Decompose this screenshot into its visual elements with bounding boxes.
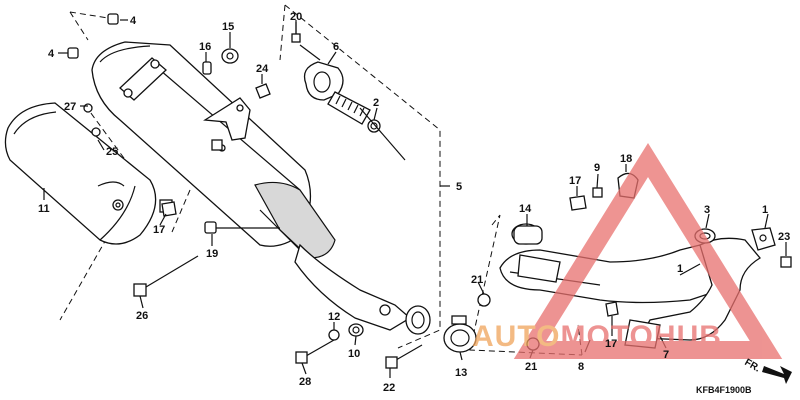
watermark-triangle: [513, 142, 783, 359]
watermark-moto: MOTO: [560, 320, 653, 353]
callout-8: 8: [578, 361, 584, 373]
watermark-logo: AUTOMOTOHUB: [472, 142, 783, 359]
callout-24: 24: [256, 63, 269, 75]
callout-3: 3: [704, 204, 710, 216]
callout-12: 12: [328, 311, 340, 323]
callout-7: 7: [663, 349, 669, 361]
callout-19: 19: [206, 248, 218, 260]
callout-4: 4: [48, 48, 55, 60]
watermark-auto: AUTO: [472, 320, 560, 353]
callout-15: 15: [222, 21, 234, 33]
heat-shield: [4, 102, 157, 245]
front-direction-indicator: FR.: [743, 357, 792, 384]
callout-1: 1: [762, 204, 768, 216]
callout-27: 27: [64, 101, 76, 113]
hardware-top: [67, 13, 423, 369]
tail-tip: [299, 44, 406, 161]
callout-4: 4: [130, 15, 137, 27]
svg-text:AUTOMOTOHUB: AUTOMOTOHUB: [472, 320, 722, 353]
diagram-code: KFB4F1900B: [696, 385, 752, 395]
callout-23: 23: [778, 231, 790, 243]
callout-6: 6: [333, 41, 339, 53]
leader-lines: [43, 19, 787, 378]
callout-labels: 1 1 2 3 4 4 5 6 7 8 9 10 11 12 13 14 15 …: [38, 11, 790, 394]
callout-10: 10: [348, 348, 360, 360]
callout-20: 20: [290, 11, 302, 23]
callout-17: 17: [153, 224, 165, 236]
callout-16: 16: [199, 41, 211, 53]
exhaust-header: [161, 172, 792, 353]
callout-1: 1: [677, 263, 683, 275]
callout-5: 5: [456, 181, 462, 193]
watermark-hub: HUB: [654, 320, 722, 353]
callout-13: 13: [455, 367, 467, 379]
callout-17: 17: [605, 338, 617, 350]
callout-21: 21: [525, 361, 537, 373]
callout-25: 25: [106, 146, 118, 158]
callout-26: 26: [136, 310, 148, 322]
callout-9: 9: [594, 162, 600, 174]
callout-18: 18: [620, 153, 632, 165]
callout-21: 21: [471, 274, 483, 286]
assembly-boundary-5: [69, 4, 450, 349]
callout-28: 28: [299, 376, 311, 388]
callout-14: 14: [519, 203, 532, 215]
front-direction-label: FR.: [743, 357, 763, 375]
front-arrow-icon: [762, 366, 792, 384]
callout-11: 11: [38, 203, 50, 215]
callout-2: 2: [373, 97, 379, 109]
callout-22: 22: [383, 382, 395, 394]
callout-17: 17: [569, 175, 581, 187]
muffler-assembly: [91, 41, 431, 335]
